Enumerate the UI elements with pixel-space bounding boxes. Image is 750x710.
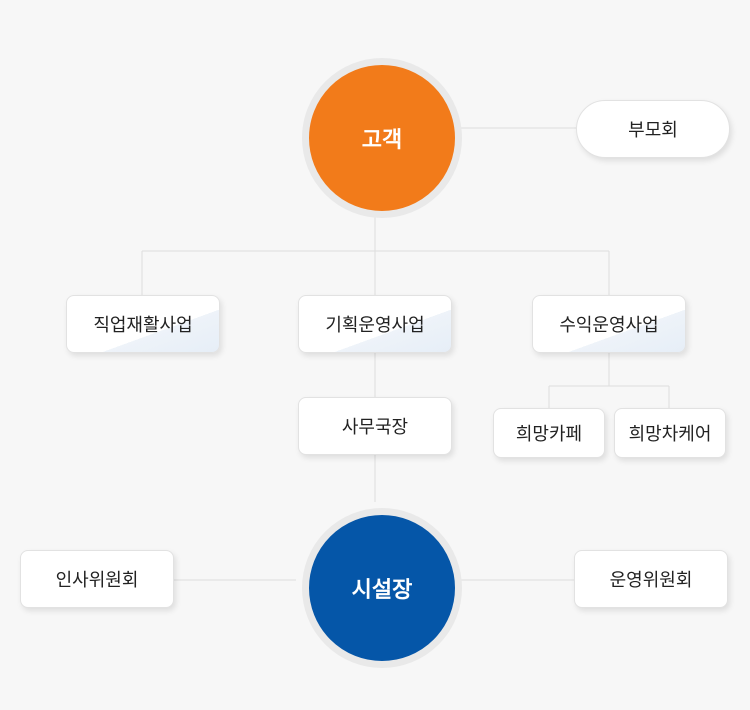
customer-node: 고객 — [302, 58, 462, 218]
car-care-node: 희망차케어 — [614, 408, 726, 458]
operations-committee-node: 운영위원회 — [574, 550, 728, 608]
secretary-general-node: 사무국장 — [298, 397, 452, 455]
vocational-division-node: 직업재활사업 — [66, 295, 220, 353]
cafe-node: 희망카페 — [493, 408, 605, 458]
hr-committee-node: 인사위원회 — [20, 550, 174, 608]
revenue-division-node: 수익운영사업 — [532, 295, 686, 353]
director-node: 시설장 — [302, 508, 462, 668]
parents-node: 부모회 — [576, 100, 730, 158]
planning-division-node: 기획운영사업 — [298, 295, 452, 353]
